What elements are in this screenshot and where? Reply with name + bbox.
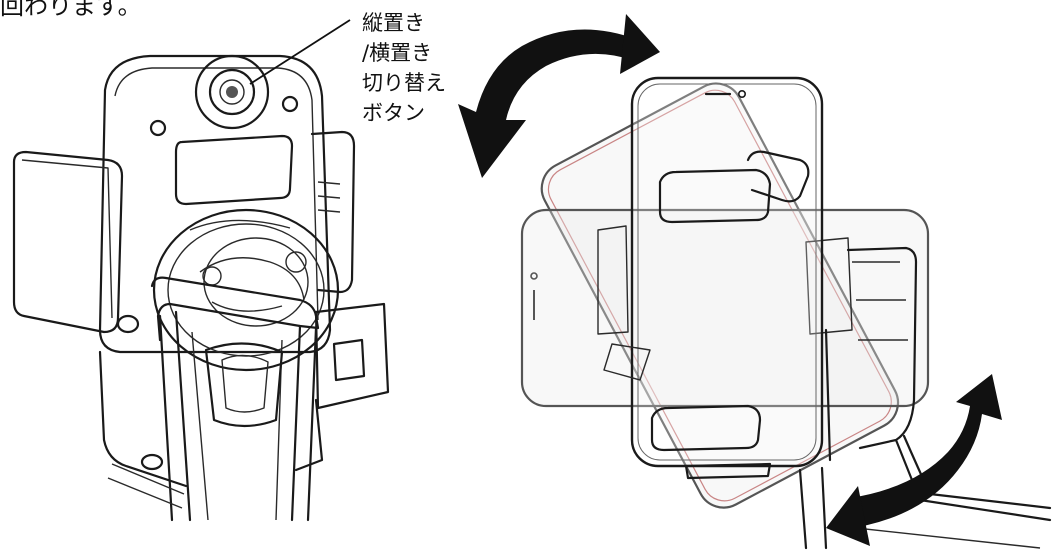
button-label-line-2: /横置き bbox=[362, 41, 432, 65]
screw-hole-left bbox=[149, 119, 167, 137]
left-clamp-pad-edge bbox=[21, 159, 113, 319]
leader-line bbox=[249, 19, 351, 85]
button-label: 縦置き /横置き 切り替え ボタン bbox=[362, 11, 453, 125]
base-ribs bbox=[107, 463, 185, 509]
bottom-clamp-ghost bbox=[603, 343, 651, 381]
base-skirt bbox=[98, 350, 188, 488]
top-clamp bbox=[658, 168, 772, 224]
top-clamp-ghost bbox=[746, 150, 810, 203]
clamp-pad-landscape-right bbox=[805, 237, 853, 335]
holder-rear-view bbox=[12, 19, 390, 522]
right-arm bbox=[310, 130, 356, 294]
top-text-fragment: 回わります。 bbox=[0, 0, 142, 20]
right-lower-edge bbox=[294, 398, 324, 472]
back-window bbox=[174, 134, 294, 206]
folding-tab bbox=[314, 302, 390, 410]
mount-arm-ribs bbox=[852, 261, 908, 341]
rotation-illustration bbox=[458, 14, 1052, 550]
vent-clip-base bbox=[837, 525, 1041, 549]
bottom-foot bbox=[684, 462, 772, 480]
left-clamp-pad bbox=[12, 150, 124, 334]
back-plate-inner-edge bbox=[114, 67, 319, 321]
mount-stem bbox=[824, 328, 832, 462]
back-plate bbox=[98, 54, 332, 354]
clamp-pad-landscape-left bbox=[597, 225, 629, 335]
folding-tab-slot bbox=[332, 338, 366, 382]
phone-portrait bbox=[630, 76, 824, 468]
button-label-line-1: 縦置き bbox=[362, 11, 425, 35]
rotate-arrow-counterclockwise-icon bbox=[458, 29, 648, 178]
button-label-line-3: 切り替え bbox=[362, 71, 446, 95]
screw-hole-right bbox=[281, 95, 299, 113]
base-knob bbox=[140, 453, 164, 471]
vent-clip-frame bbox=[150, 276, 320, 522]
vent-clip-leg-left bbox=[798, 466, 828, 550]
ball-joint bbox=[152, 208, 340, 372]
mount-arm bbox=[846, 246, 918, 450]
rotate-arrow-bottom-tip bbox=[826, 486, 870, 546]
right-arm-ribs bbox=[317, 181, 341, 213]
bottom-clamp bbox=[650, 404, 762, 452]
rotate-arrow-top-tip bbox=[620, 14, 660, 74]
orientation-toggle-button bbox=[194, 54, 270, 130]
left-clamp-knob bbox=[116, 314, 140, 334]
button-label-line-4: ボタン bbox=[362, 101, 425, 125]
